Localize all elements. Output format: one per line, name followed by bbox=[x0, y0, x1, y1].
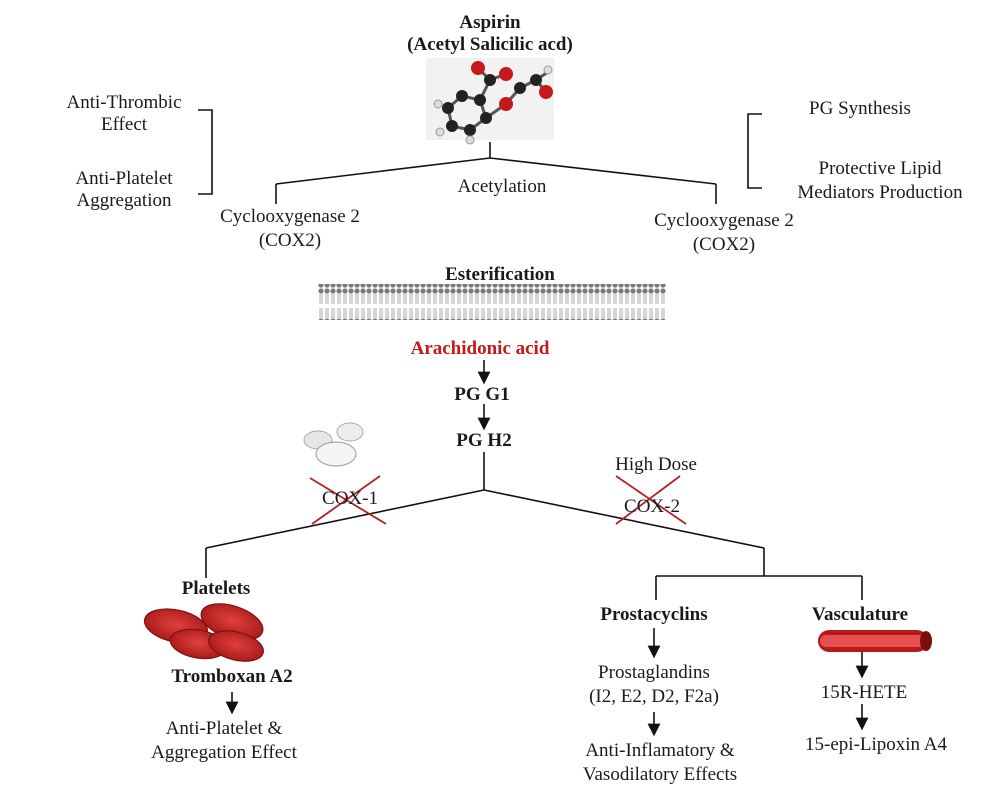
title: Aspirin bbox=[459, 12, 521, 33]
right-effect-line-3: Mediators Production bbox=[797, 182, 963, 203]
tromboxan-label: Tromboxan A2 bbox=[171, 666, 293, 687]
cox-left-name: Cyclooxygenase 2 bbox=[220, 206, 360, 227]
prostaglandins-line-1: Prostaglandins bbox=[598, 662, 710, 683]
pg-g1-label: PG G1 bbox=[454, 384, 510, 405]
left-effect-line-1: Anti-Thrombic bbox=[66, 92, 182, 113]
prostacyclins-label: Prostacyclins bbox=[600, 604, 708, 625]
high-dose-label: High Dose bbox=[615, 454, 697, 475]
aspirin-molecule-icon bbox=[426, 58, 554, 145]
pg-h2-label: PG H2 bbox=[456, 430, 512, 451]
aspirin-pills-icon bbox=[303, 422, 364, 467]
esterification-label: Esterification bbox=[445, 264, 555, 285]
right-effect-line-1: PG Synthesis bbox=[809, 98, 911, 119]
inhibition-cross-icon bbox=[309, 475, 687, 525]
platelets-label: Platelets bbox=[181, 578, 251, 599]
arachidonic-acid-label: Arachidonic acid bbox=[410, 338, 550, 359]
antiplatelet-effect-line-2: Aggregation Effect bbox=[151, 742, 297, 763]
cox-right-name: Cyclooxygenase 2 bbox=[654, 210, 794, 231]
left-effect-line-2: Effect bbox=[100, 114, 148, 135]
cox-right-abbr: (COX2) bbox=[692, 234, 756, 255]
blood-vessel-icon bbox=[818, 630, 932, 652]
prostaglandins-line-2: (I2, E2, D2, F2a) bbox=[589, 686, 719, 707]
cox-left-abbr: (COX2) bbox=[258, 230, 322, 251]
lipid-bilayer-icon bbox=[318, 284, 666, 320]
cox2-label: COX-2 bbox=[624, 496, 680, 517]
vasculature-label: Vasculature bbox=[811, 604, 909, 625]
anti-inflammatory-line-2: Vasodilatory Effects bbox=[582, 764, 738, 785]
antiplatelet-effect-line-1: Anti-Platelet & bbox=[165, 718, 283, 739]
red-blood-cells-icon bbox=[143, 603, 264, 662]
hete-label: 15R-HETE bbox=[820, 682, 908, 703]
left-effect-line-3: Anti-Platelet bbox=[75, 168, 173, 189]
acetylation-label: Acetylation bbox=[457, 176, 547, 197]
anti-inflammatory-line-1: Anti-Inflamatory & bbox=[585, 740, 735, 761]
cox1-label: COX-1 bbox=[322, 488, 378, 509]
right-effect-line-2: Protective Lipid bbox=[818, 158, 942, 179]
lipoxin-label: 15-epi-Lipoxin A4 bbox=[805, 734, 947, 755]
subtitle: (Acetyl Salicilic acd) bbox=[407, 34, 573, 55]
left-effect-line-4: Aggregation bbox=[76, 190, 172, 211]
